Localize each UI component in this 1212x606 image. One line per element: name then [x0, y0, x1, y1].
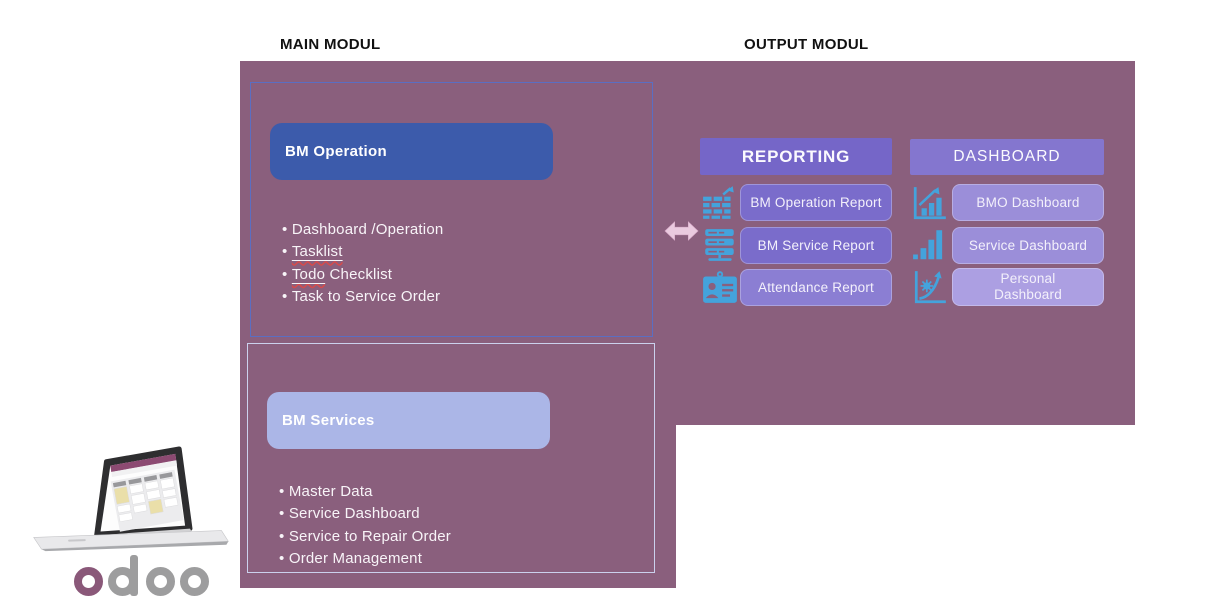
bm-operation-report-button[interactable]: BM Operation Report — [740, 184, 892, 221]
bm-operation-box: BM Operation Dashboard /Operation Taskli… — [250, 82, 653, 337]
list-item: Order Management — [279, 548, 451, 570]
bar-chart-icon — [913, 230, 943, 260]
odoo-letter-o — [74, 567, 103, 596]
misspelled-word: Tasklist — [291, 243, 343, 261]
odoo-logo: odoo — [74, 553, 209, 596]
reporting-header: REPORTING — [700, 138, 892, 175]
bm-operation-button[interactable]: BM Operation — [270, 123, 553, 180]
personal-dashboard-button[interactable]: Personal Dashboard — [952, 268, 1104, 306]
dashboard-header: DASHBOARD — [910, 139, 1104, 175]
list-item: Dashboard /Operation — [282, 219, 443, 241]
bmo-dashboard-button[interactable]: BMO Dashboard — [952, 184, 1104, 221]
attendance-report-button[interactable]: Attendance Report — [740, 269, 892, 306]
list-item: Task to Service Order — [282, 286, 443, 308]
list-item: Master Data — [279, 481, 451, 503]
laptop-illustration — [33, 446, 229, 552]
id-badge-icon — [703, 271, 737, 303]
misspelled-word: Todo — [291, 265, 326, 283]
odoo-letter-o — [146, 567, 175, 596]
main-modul-title: MAIN MODUL — [280, 36, 381, 53]
odoo-letter-d — [108, 555, 141, 596]
chart-growth-icon — [913, 187, 946, 220]
list-item: Service to Repair Order — [279, 526, 451, 548]
odoo-letter-o — [180, 567, 209, 596]
list-item: Service Dashboard — [279, 503, 451, 525]
bm-services-list: Master Data Service Dashboard Service to… — [279, 481, 451, 571]
list-item: Tasklist — [282, 241, 443, 263]
bm-operation-list: Dashboard /Operation Tasklist Todo Check… — [282, 219, 443, 309]
trend-curve-icon — [914, 271, 946, 304]
server-stack-icon — [705, 229, 734, 261]
bm-services-button[interactable]: BM Services — [267, 392, 550, 449]
pivot-table-icon — [703, 186, 734, 219]
list-item: Todo Checklist — [282, 264, 443, 286]
swap-arrow-icon — [664, 221, 699, 241]
service-dashboard-button[interactable]: Service Dashboard — [952, 227, 1104, 264]
bm-service-report-button[interactable]: BM Service Report — [740, 227, 892, 264]
bm-services-box: BM Services Master Data Service Dashboar… — [247, 343, 655, 573]
output-modul-title: OUTPUT MODUL — [744, 36, 869, 53]
